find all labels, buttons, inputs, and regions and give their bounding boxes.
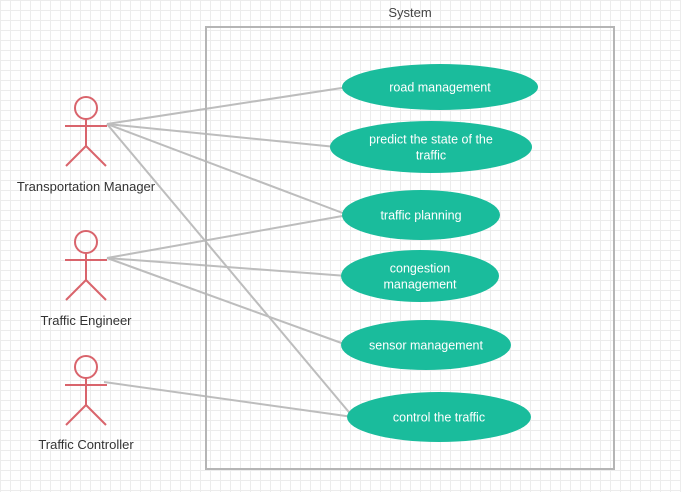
actor-head: [74, 355, 98, 379]
use-case-ellipse: [341, 250, 499, 302]
actor-label: Transportation Manager: [17, 179, 156, 194]
actor-head: [74, 96, 98, 120]
use-cases-layer: road management predict the state of the t…: [330, 64, 538, 442]
use-case-label: predict the state of the: [369, 133, 493, 147]
association-line: [106, 257, 348, 277]
use-case-label: traffic planning: [380, 209, 461, 223]
actor-right-leg: [85, 279, 107, 301]
use-case-uc3: traffic planning: [342, 190, 500, 240]
actor-head: [74, 230, 98, 254]
use-case-uc1: road management: [342, 64, 538, 110]
use-case-label: road management: [389, 81, 491, 95]
use-case-ellipse: [342, 190, 500, 240]
use-case-ellipse: [342, 64, 538, 110]
association-line: [106, 123, 354, 418]
use-case-uc6: control the traffic: [347, 392, 531, 442]
actor-right-leg: [85, 404, 107, 426]
use-case-uc2: predict the state of the traffic: [330, 121, 532, 173]
use-case-label: traffic: [416, 149, 446, 163]
actor-tc: Traffic Controller: [38, 355, 134, 452]
use-case-uc5: sensor management: [341, 320, 511, 370]
system-boundary: [205, 26, 615, 470]
actor-left-leg: [65, 279, 87, 301]
system-title: System: [388, 5, 431, 20]
actor-left-leg: [65, 404, 87, 426]
use-case-uc4: congestion management: [341, 250, 499, 302]
actor-left-leg: [65, 145, 87, 167]
use-case-label: sensor management: [369, 339, 483, 353]
association-line: [106, 123, 349, 216]
association-line: [106, 214, 349, 259]
association-line: [106, 123, 337, 148]
use-case-ellipse: [330, 121, 532, 173]
association-line: [106, 257, 348, 346]
actor-label: Traffic Controller: [38, 437, 134, 452]
use-case-ellipse: [347, 392, 531, 442]
use-case-label: control the traffic: [393, 411, 485, 425]
actor-te: Traffic Engineer: [40, 230, 132, 328]
use-case-label: management: [384, 278, 457, 292]
association-line: [103, 381, 354, 418]
association-line: [106, 86, 349, 125]
actor-tm: Transportation Manager: [17, 96, 156, 194]
use-case-ellipse: [341, 320, 511, 370]
associations-layer: [103, 86, 354, 418]
use-case-label: congestion: [390, 262, 451, 276]
actor-right-leg: [85, 145, 107, 167]
actor-label: Traffic Engineer: [40, 313, 132, 328]
